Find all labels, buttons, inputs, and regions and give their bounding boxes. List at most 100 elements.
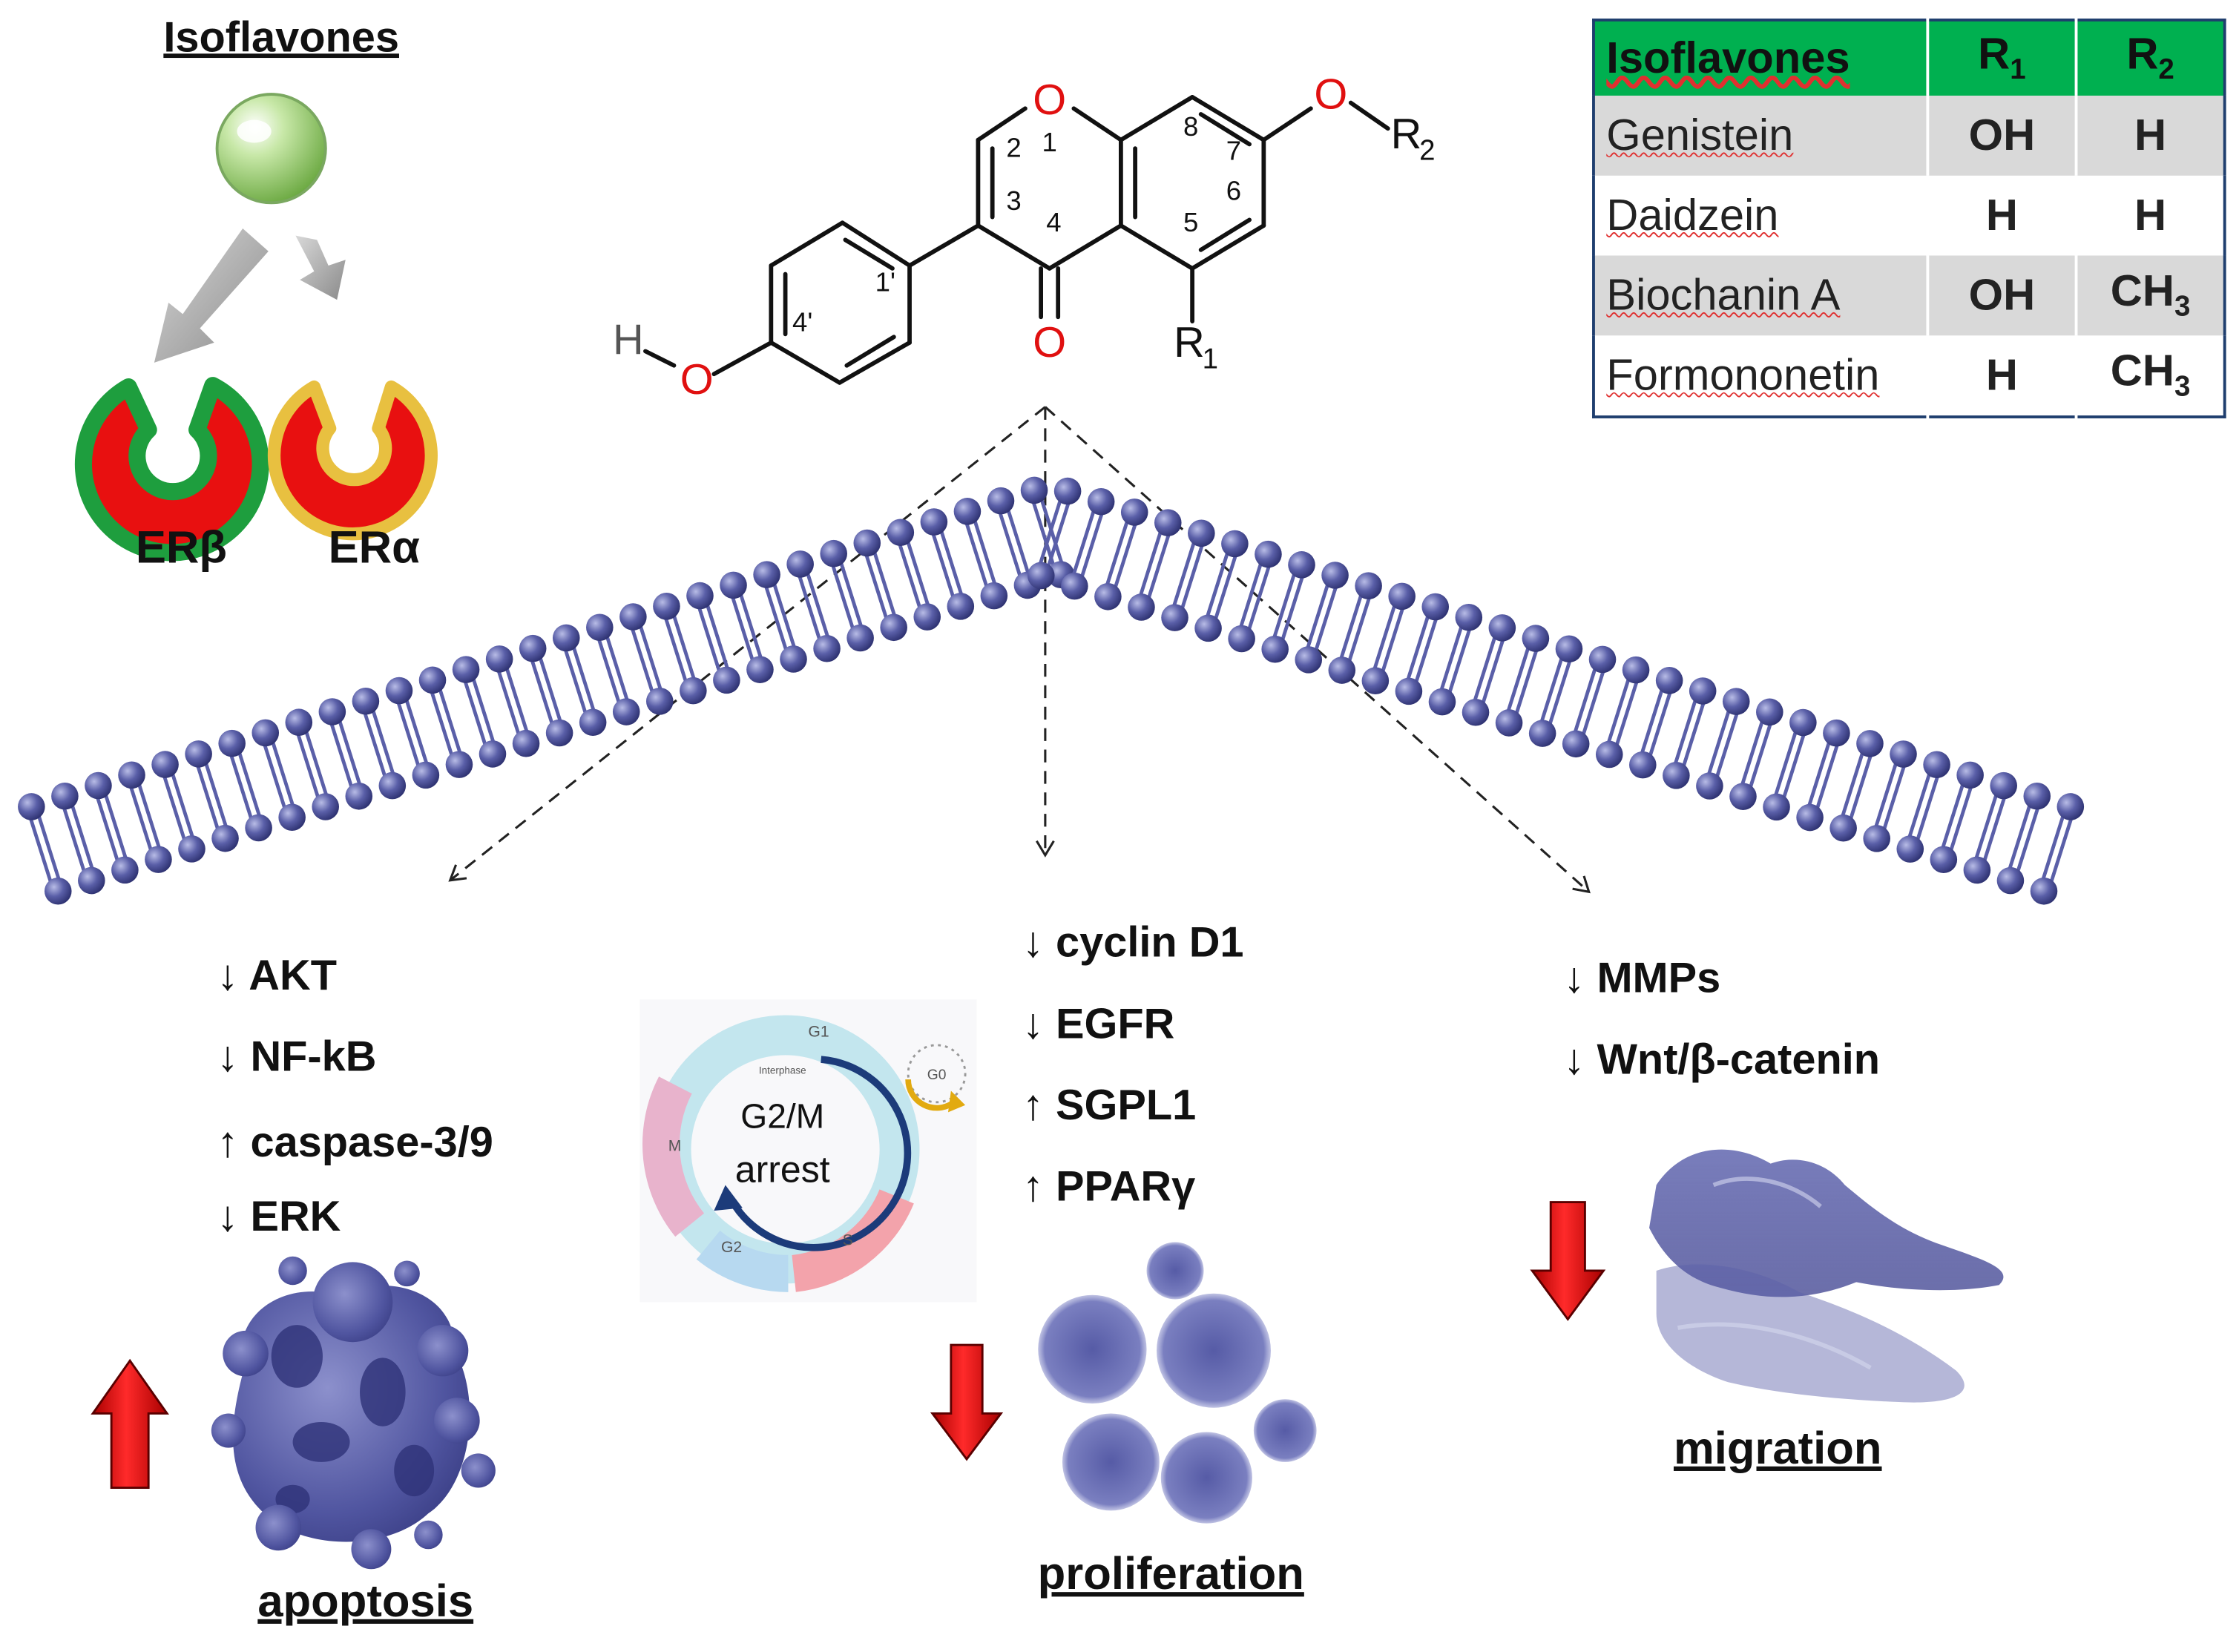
phospholipid	[285, 708, 339, 820]
lipid-tail	[438, 689, 462, 753]
table-cell-r2: CH3	[2074, 255, 2225, 336]
lipid-tail	[1941, 784, 1965, 849]
lipid-head	[1495, 709, 1523, 737]
migration-decrease-arrow-icon	[1530, 1201, 1606, 1321]
lipid-head	[545, 719, 573, 747]
phospholipid	[1228, 540, 1282, 653]
phospholipid	[85, 771, 139, 884]
lipid-head	[853, 529, 881, 557]
lipid-head	[1194, 614, 1222, 642]
lipid-head	[1128, 593, 1155, 621]
lipid-head	[1996, 866, 2025, 895]
phospholipid	[1763, 708, 1817, 821]
position-2: 2	[1006, 133, 1021, 163]
lipid-head	[1154, 509, 1182, 536]
ring-oxygen-label: O	[1033, 76, 1066, 124]
lipid-tail	[731, 596, 754, 661]
lipid-tail	[29, 818, 53, 883]
lipid-head	[2056, 793, 2085, 820]
lipid-tail	[1272, 573, 1296, 638]
phospholipid	[18, 793, 72, 905]
lipid-head	[452, 656, 480, 683]
lipid-tail	[1147, 534, 1171, 599]
lipid-head	[1255, 540, 1282, 568]
lipid-tail	[304, 731, 328, 795]
lipid-head	[2030, 877, 2058, 905]
lipid-head	[953, 498, 982, 525]
phospholipid	[1094, 498, 1148, 611]
lipid-head	[846, 624, 874, 652]
lipid-head	[552, 624, 580, 652]
lipid-head	[1221, 530, 1249, 558]
lipid-head	[378, 771, 407, 800]
lipid-head	[1588, 645, 1617, 674]
lipid-head	[245, 814, 272, 842]
isoflavones-title: Isoflavones	[163, 13, 399, 61]
prolif-marker-sgpl1: ↑ SGPL1	[1022, 1082, 1196, 1129]
lipid-head	[1555, 635, 1583, 663]
lipid-head	[485, 645, 513, 673]
lipid-tail	[1539, 658, 1564, 722]
lipid-tail	[697, 607, 721, 671]
lipid-head	[680, 677, 707, 705]
lipid-head	[980, 582, 1008, 610]
proliferation-markers: ↓ cyclin D1 ↓ EGFR ↑ SGPL1 ↑ PPARγ	[1022, 919, 1243, 1211]
lipid-tail	[1506, 647, 1531, 711]
phospholipid	[251, 719, 306, 832]
lipid-head	[479, 740, 507, 768]
table-cell-r1: H	[1926, 335, 2077, 418]
lipid-tail	[1206, 553, 1229, 617]
table-header-r2: R2	[2074, 19, 2225, 96]
lipid-tail	[1640, 689, 1664, 754]
lipid-head	[1228, 625, 1255, 653]
lipid-tail	[196, 766, 220, 829]
lipid-tail	[839, 562, 863, 627]
phospholipid	[452, 656, 507, 768]
lipid-tail	[1006, 510, 1030, 574]
phospholipid	[1361, 582, 1416, 694]
phospholipid	[887, 519, 941, 631]
lipid-tail	[171, 773, 194, 837]
prolif-marker-ppar: ↑ PPARγ	[1022, 1163, 1195, 1211]
ring-position-numbers: 1 2 3 4 5 6 7 8 1' 4'	[792, 111, 1241, 338]
position-8: 8	[1183, 111, 1198, 142]
phospholipid	[1663, 677, 1717, 789]
phospholipid	[1996, 782, 2051, 895]
lipid-tail	[1807, 742, 1831, 806]
lipid-tail	[204, 763, 228, 827]
phospholipid	[1495, 625, 1550, 737]
table-cell-name: Formononetin	[1606, 349, 1880, 400]
lipid-head	[887, 519, 915, 547]
lipid-tail	[1247, 565, 1271, 630]
lipid-tail	[1782, 734, 1806, 798]
lipid-tail	[1239, 563, 1263, 628]
apoptosis-marker-akt: ↓ AKT	[217, 952, 337, 999]
phospholipid	[853, 529, 907, 642]
phase-m: M	[668, 1137, 682, 1154]
lipid-tail	[1514, 650, 1539, 714]
lipid-head	[78, 866, 105, 895]
lipid-tail	[37, 815, 61, 880]
lipid-tail	[237, 752, 261, 817]
apoptosis-marker-caspase: ↑ caspase-3/9	[217, 1119, 493, 1166]
lipid-head	[1161, 604, 1188, 631]
lipid-tail	[1214, 555, 1237, 619]
lipid-tail	[1039, 500, 1062, 565]
table-cell-name: Genistein	[1593, 95, 1928, 176]
lipid-tail	[162, 776, 186, 840]
lipid-tail	[1849, 755, 1873, 819]
lipid-head	[686, 582, 714, 610]
lipid-tail	[404, 700, 429, 764]
lipid-tail	[1339, 594, 1363, 659]
lipid-tail	[1372, 605, 1396, 670]
lipid-head	[1729, 783, 1757, 810]
lipid-head	[813, 634, 841, 662]
lipid-tail	[1481, 639, 1505, 704]
grey-arrow-to-erbeta-icon	[154, 228, 269, 363]
lipid-tail	[271, 742, 295, 806]
lipid-tail	[864, 554, 888, 619]
migrating-cell-icon	[1649, 1149, 2004, 1403]
lipid-head	[519, 634, 547, 662]
lipid-head	[1328, 656, 1356, 684]
lipid-head	[720, 571, 747, 599]
